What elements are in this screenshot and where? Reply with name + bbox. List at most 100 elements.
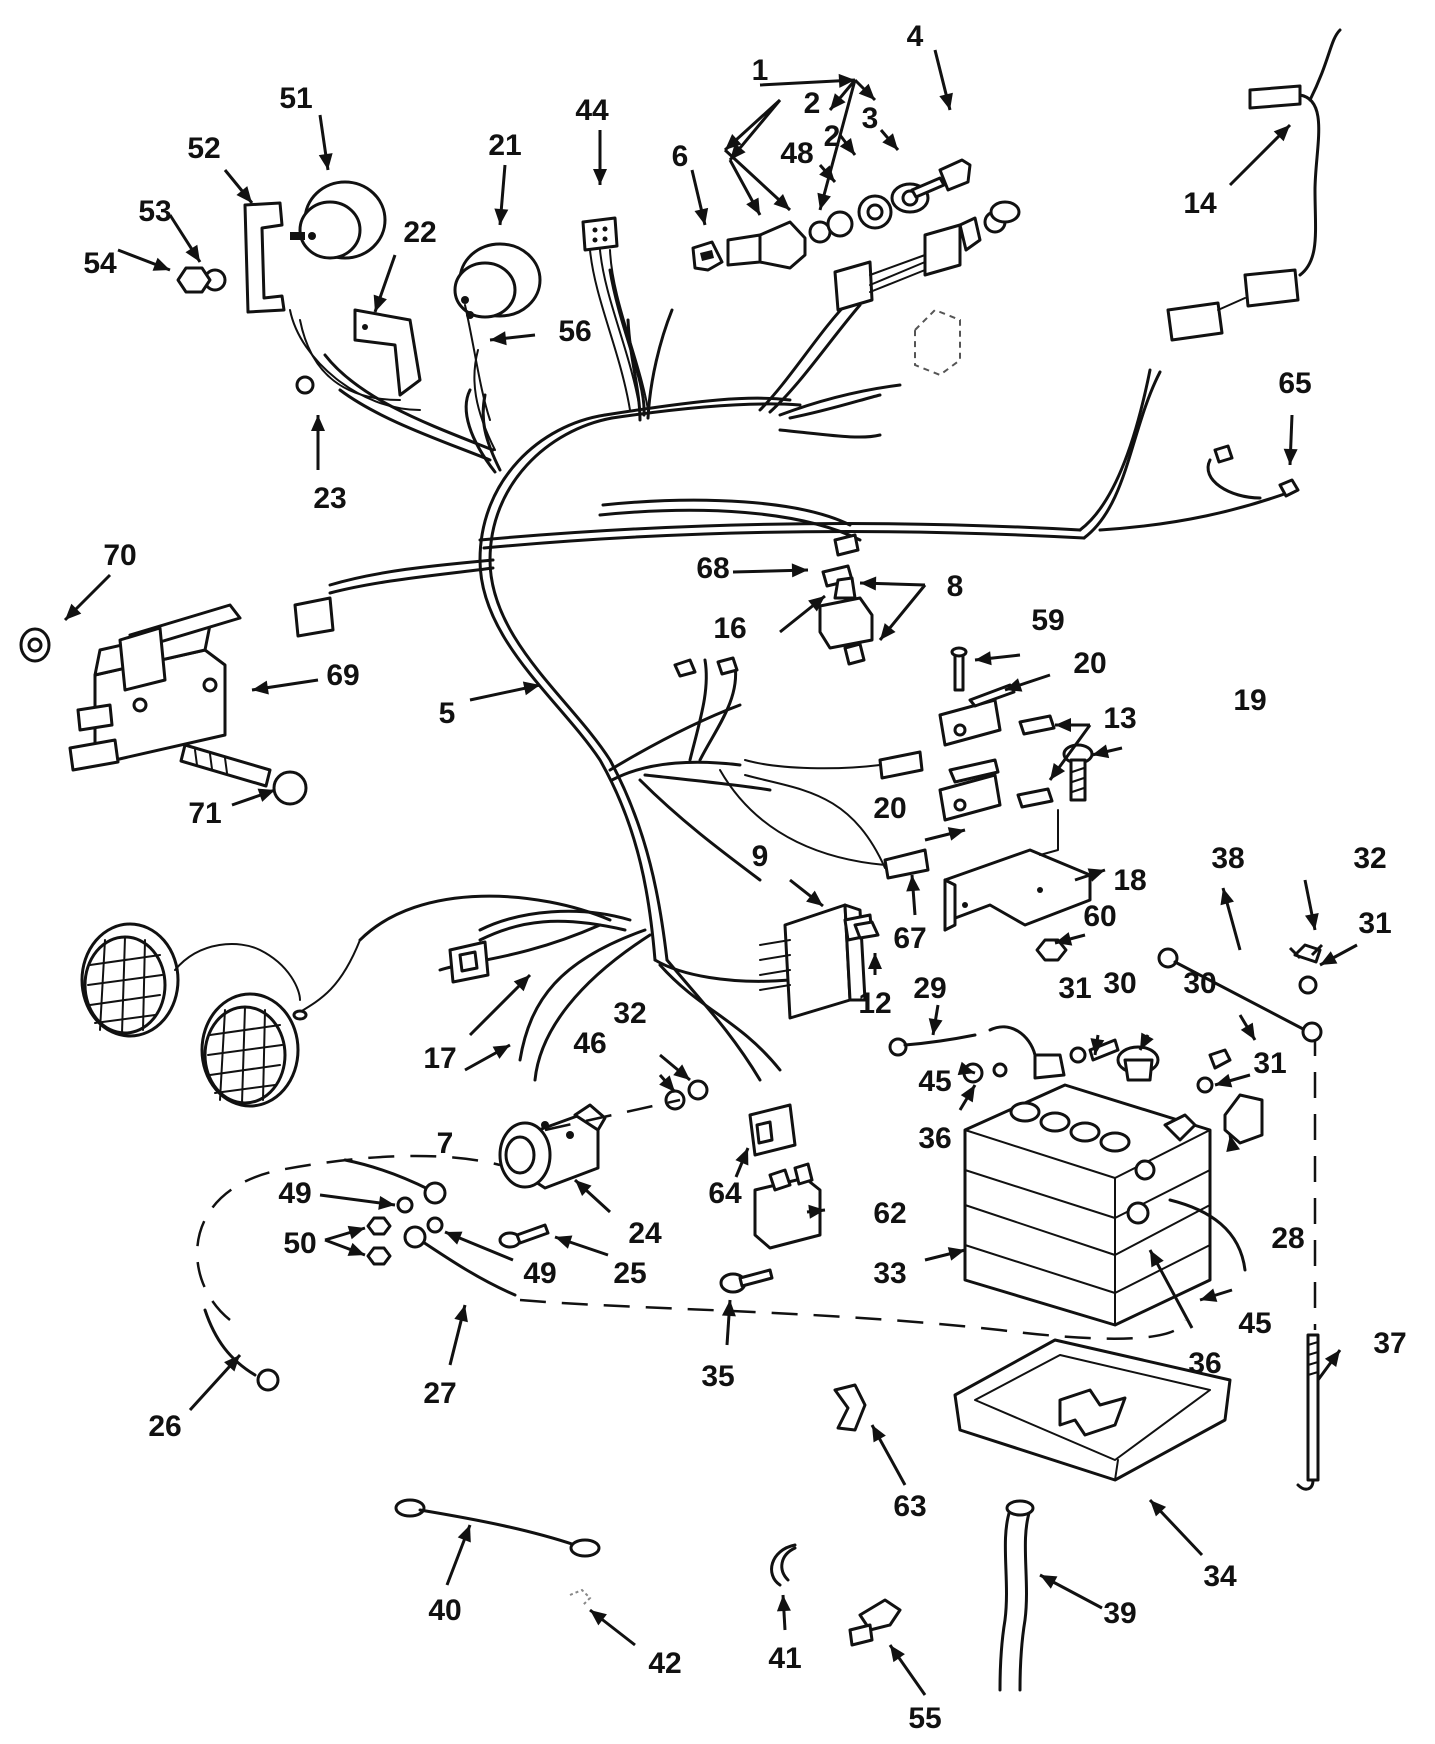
gauge-wire-3 bbox=[464, 304, 491, 421]
harness-plugs-microswitch bbox=[673, 656, 930, 880]
leader-arrowhead bbox=[860, 576, 877, 591]
leader-arrowhead bbox=[725, 134, 742, 150]
callout-71: 71 bbox=[188, 797, 221, 830]
acorn-nut bbox=[19, 627, 51, 663]
leader-arrowhead bbox=[457, 1525, 471, 1543]
harness-clip-63 bbox=[833, 1383, 867, 1432]
callout-65: 65 bbox=[1278, 367, 1311, 400]
leader-arrowhead bbox=[830, 93, 846, 110]
callout-49-lower: 49 bbox=[523, 1257, 556, 1290]
leader-arrowhead bbox=[492, 1045, 510, 1059]
vent-hose-39 bbox=[998, 1499, 1035, 1692]
leader-arrowhead bbox=[858, 83, 875, 100]
callout-23: 23 bbox=[313, 482, 346, 515]
leader-arrowhead bbox=[819, 165, 835, 182]
leader-arrowhead bbox=[730, 143, 746, 160]
callout-44: 44 bbox=[575, 94, 609, 127]
relay-screw bbox=[719, 1268, 774, 1294]
callout-55: 55 bbox=[908, 1702, 941, 1735]
plug-body bbox=[691, 240, 724, 272]
leader-arrowhead bbox=[1273, 125, 1290, 142]
callout-36-lower: 36 bbox=[1188, 1347, 1221, 1380]
leader-arrowhead bbox=[806, 890, 823, 906]
leader-arrowhead bbox=[1050, 762, 1066, 780]
seat-safety-switch bbox=[68, 603, 242, 772]
callout-30-right: 30 bbox=[1183, 967, 1216, 1000]
leader-arrowhead bbox=[1055, 932, 1073, 946]
relay-connector bbox=[748, 1103, 797, 1157]
leader-arrowhead bbox=[1055, 718, 1071, 732]
gauge-wire-2 bbox=[289, 309, 421, 411]
leader-arrowhead bbox=[746, 197, 760, 215]
callout-59: 59 bbox=[1031, 604, 1064, 637]
leader-arrowhead bbox=[65, 603, 82, 620]
leader-arrowhead bbox=[1320, 951, 1338, 965]
battery-tray bbox=[953, 1338, 1232, 1482]
leader-arrowhead bbox=[522, 681, 540, 696]
fuel-gauge bbox=[453, 242, 542, 319]
leader-arrowhead bbox=[593, 169, 607, 185]
switch-mounting-bracket bbox=[943, 848, 1092, 932]
callout-19: 19 bbox=[1233, 684, 1266, 717]
gauge-wire-1 bbox=[299, 319, 401, 401]
ground-cable-40 bbox=[394, 1498, 601, 1558]
leader-arrowhead bbox=[975, 651, 992, 666]
leader-arrowhead bbox=[882, 133, 898, 150]
callout-40: 40 bbox=[428, 1594, 461, 1627]
voltage-regulator bbox=[759, 903, 880, 1020]
hold-down-rod-38 bbox=[1157, 943, 1324, 1043]
starter-solenoid bbox=[498, 1103, 607, 1190]
solenoid-screw bbox=[498, 1223, 550, 1249]
leader-arrowhead bbox=[773, 194, 790, 210]
leader-arrowhead bbox=[590, 1610, 607, 1626]
hex-nut bbox=[1035, 938, 1068, 962]
microswitches bbox=[938, 646, 1056, 822]
leader-arrowhead bbox=[808, 1204, 825, 1219]
callout-28: 28 bbox=[1271, 1222, 1304, 1255]
ignition-switch-assembly bbox=[726, 158, 972, 270]
leader-arrowhead bbox=[776, 1595, 791, 1612]
leader-arrowhead bbox=[694, 207, 709, 225]
leader-arrowhead bbox=[1215, 1073, 1233, 1088]
callout-4: 4 bbox=[907, 20, 924, 53]
callout-12: 12 bbox=[858, 987, 891, 1020]
solenoid-routing-dashed bbox=[544, 1098, 681, 1132]
callout-67: 67 bbox=[893, 922, 926, 955]
callout-2-lower: 2 bbox=[824, 120, 841, 153]
battery-cables bbox=[203, 1158, 517, 1392]
leader-arrowhead bbox=[1150, 1500, 1167, 1517]
callout-6: 6 bbox=[672, 140, 689, 173]
battery bbox=[963, 1083, 1247, 1327]
callout-62: 62 bbox=[873, 1197, 906, 1230]
callout-31-lower: 31 bbox=[1253, 1047, 1286, 1080]
callout-20-upper: 20 bbox=[1073, 647, 1106, 680]
callout-42: 42 bbox=[648, 1647, 681, 1680]
leader-arrowhead bbox=[555, 1235, 573, 1249]
terminal-hardware bbox=[962, 1038, 1264, 1145]
callout-3: 3 bbox=[862, 102, 879, 135]
leader-arrowhead bbox=[445, 1231, 463, 1245]
leader-arrowhead bbox=[928, 1018, 943, 1035]
leader-arrowhead bbox=[1092, 744, 1110, 759]
callout-2-upper: 2 bbox=[804, 87, 821, 120]
callout-31-right: 31 bbox=[1358, 907, 1391, 940]
callout-leaders bbox=[63, 49, 1358, 1696]
bracket-screw bbox=[1039, 743, 1094, 856]
callout-34: 34 bbox=[1203, 1560, 1237, 1593]
callout-37: 37 bbox=[1373, 1327, 1406, 1360]
callout-5: 5 bbox=[439, 697, 456, 730]
gauge-wire-4 bbox=[473, 349, 496, 451]
battery-cable-29 bbox=[888, 1025, 1037, 1057]
light-switch-terminal bbox=[818, 533, 874, 666]
callout-51: 51 bbox=[279, 82, 312, 115]
callout-18: 18 bbox=[1113, 864, 1146, 897]
leader-arrowhead bbox=[373, 294, 387, 312]
callout-27: 27 bbox=[423, 1377, 456, 1410]
callout-29: 29 bbox=[913, 972, 946, 1005]
callout-52: 52 bbox=[187, 132, 220, 165]
nut-and-washer bbox=[176, 266, 227, 294]
callout-32-left: 32 bbox=[613, 997, 646, 1030]
callout-30-left: 30 bbox=[1103, 967, 1136, 1000]
callout-25: 25 bbox=[613, 1257, 646, 1290]
leader-arrowhead bbox=[673, 1064, 690, 1080]
